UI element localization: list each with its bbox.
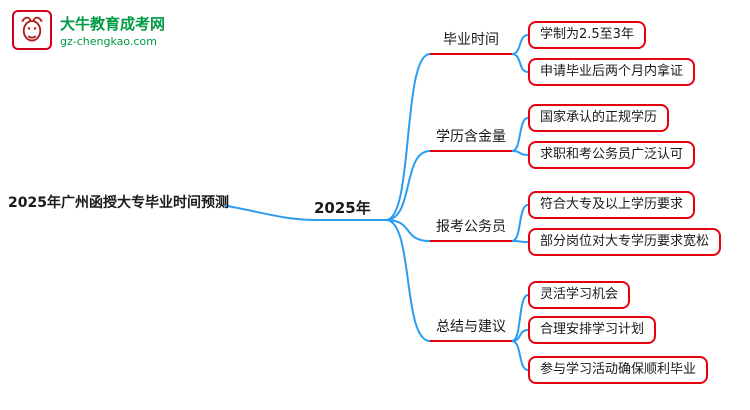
- logo-site-name: 大牛教育成考网: [60, 15, 166, 33]
- leaf-node: 灵活学习机会: [528, 281, 631, 309]
- leaf-node: 符合大专及以上学历要求: [528, 191, 696, 219]
- leaf-node: 求职和考公务员广泛认可: [528, 141, 696, 169]
- branch-summary-advice: 总结与建议: [430, 318, 512, 342]
- leaf-node: 国家承认的正规学历: [528, 104, 670, 132]
- branch-civil-service: 报考公务员: [430, 218, 512, 242]
- branch-graduation-time: 毕业时间: [430, 31, 512, 55]
- root-node: 2025年广州函授大专毕业时间预测: [8, 195, 229, 211]
- branch-degree-value: 学历含金量: [430, 128, 512, 152]
- center-node: 2025年: [314, 199, 371, 217]
- leaf-node: 参与学习活动确保顺利毕业: [528, 356, 709, 384]
- bull-icon: [12, 10, 52, 50]
- site-logo: 大牛教育成考网 gz-chengkao.com: [12, 10, 232, 62]
- logo-site-url: gz-chengkao.com: [60, 35, 157, 48]
- leaf-node: 部分岗位对大专学历要求宽松: [528, 228, 722, 256]
- leaf-node: 申请毕业后两个月内拿证: [528, 58, 696, 86]
- leaf-node: 合理安排学习计划: [528, 316, 657, 344]
- leaf-node: 学制为2.5至3年: [528, 21, 646, 49]
